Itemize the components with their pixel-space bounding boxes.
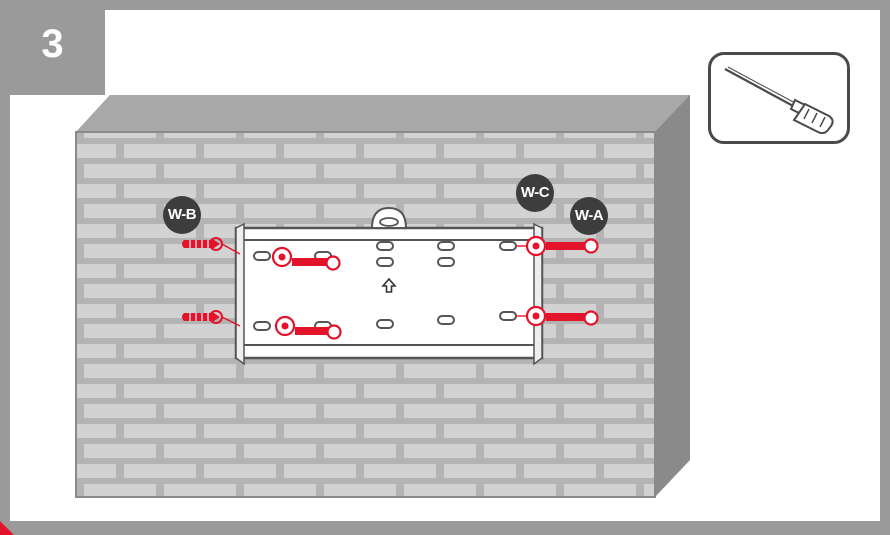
label-badge-wb: W-B bbox=[163, 196, 201, 234]
label-badge-wc: W-C bbox=[516, 174, 554, 212]
up-arrow-icon bbox=[381, 277, 397, 293]
screwdriver-icon bbox=[724, 66, 834, 135]
screw-top-left bbox=[271, 246, 341, 271]
leader-line bbox=[221, 316, 241, 327]
step-number-box: 3 bbox=[0, 0, 105, 95]
screw-bottom-left bbox=[274, 315, 342, 340]
corner-accent-mark bbox=[0, 521, 14, 535]
tool-panel bbox=[708, 52, 850, 144]
step-number: 3 bbox=[41, 22, 64, 66]
leader-line bbox=[221, 243, 241, 255]
screw-bottom-right bbox=[525, 305, 599, 327]
label-badge-wa: W-A bbox=[570, 197, 608, 235]
